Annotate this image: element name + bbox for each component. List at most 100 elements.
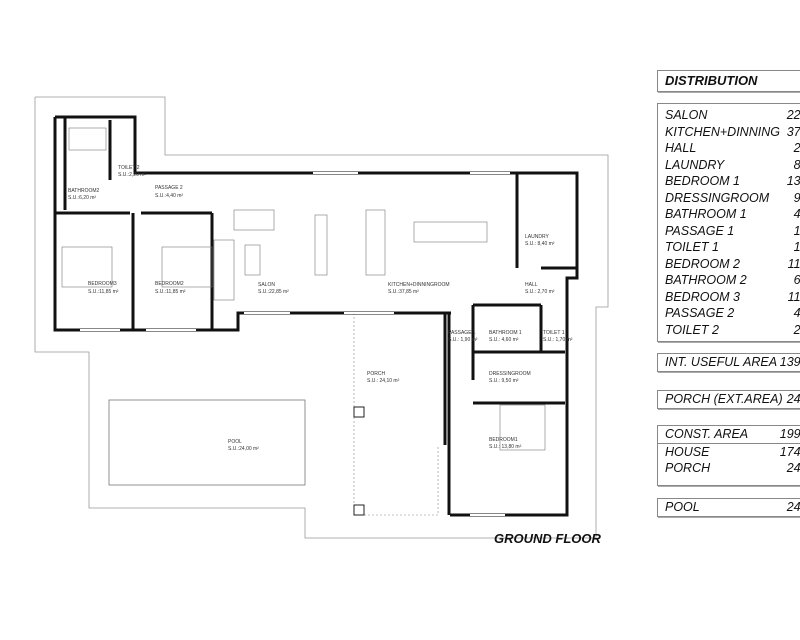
furniture [61, 127, 546, 451]
distribution-list: SALON 22,65KITCHEN+DINNING 37,85HALL2,70LA… [657, 103, 800, 342]
room-name-laundry: LAUNDRY [525, 234, 549, 240]
room-name-bedroom2: BEDROOM2 [155, 281, 184, 287]
distribution-row-value: 11,85 [787, 289, 800, 304]
distribution-row-value: 8,40 [793, 157, 800, 172]
distribution-row-value: 11,85 [787, 256, 800, 271]
distribution-row: BATHROOM 2 6,20 [658, 272, 800, 289]
porch-ext-box: PORCH (EXT.AREA)24,10 [657, 390, 800, 409]
distribution-row: PASSAGE 24,40 [658, 305, 800, 322]
distribution-title: DISTRIBUTION [665, 73, 758, 88]
porch-ext-value: 24,10 [786, 392, 800, 406]
room-name-hall: HALL [525, 282, 538, 288]
distribution-row-label: BEDROOM 2 [665, 256, 741, 271]
distribution-row: BATHROOM 1 4,60 [658, 206, 800, 223]
room-name-bedroom3: BEDROOM3 [88, 281, 117, 287]
distribution-row-value: 1,70 [793, 240, 800, 254]
room-name-porch: PORCH [367, 371, 385, 377]
distribution-row: PASSAGE 1 1,90 [658, 223, 800, 240]
plot-boundary [34, 96, 609, 539]
room-area-toilet2: S.U.:2,20 m² [118, 172, 146, 178]
room-name-bedroom1: BEDROOM1 [489, 437, 518, 443]
porch-column [353, 504, 365, 516]
distribution-row: SALON 22,65 [658, 107, 800, 124]
const-area-label: CONST. AREA [665, 427, 749, 441]
distribution-row-value: 1,90 [793, 223, 800, 238]
porch-label: PORCH [665, 461, 711, 475]
room-area-salon: S.U.:22,85 m² [258, 289, 289, 295]
room-area-bathroom1: S.U.: 4,60 m² [489, 337, 519, 343]
distribution-row-label: DRESSINGROOM [665, 190, 770, 205]
const-area-box: CONST. AREA 199,25 HOUSE 174,75 PORCH 24,50 [657, 425, 800, 486]
room-area-hall: S.U.: 2,70 m² [525, 289, 555, 295]
room-area-passage2: S.U.:4,40 m² [155, 193, 183, 199]
distribution-row-value: 2,20 [793, 322, 800, 337]
distribution-row-value: 13,80 [786, 174, 800, 188]
distribution-row: DRESSINGROOM 9,50 [658, 190, 800, 207]
distribution-row-label: TOILET 2 [665, 322, 719, 337]
room-name-pool: POOL [228, 439, 242, 445]
pool [108, 399, 306, 486]
room-area-bedroom1: S.U.: 13,80 m² [489, 444, 522, 450]
room-name-bathroom1: BATHROOM 1 [489, 330, 522, 336]
room-name-bathroom2: BATHROOM2 [68, 188, 100, 194]
pool-label: POOL [665, 500, 700, 514]
distribution-row-label: LAUNDRY [665, 157, 725, 172]
pool-box: POOL 24,00 [657, 498, 800, 517]
distribution-row: LAUNDRY 8,40 [658, 157, 800, 174]
distribution-row-value: 37,85 [786, 124, 800, 139]
distribution-row-value: 9,50 [793, 190, 800, 205]
distribution-row-value: 22,65 [786, 108, 800, 122]
room-area-pool: S.U.:24,00 m² [228, 446, 259, 452]
room-name-dressingroom: DRESSINGROOM [489, 371, 531, 377]
room-area-bathroom2: S.U.:6,20 m² [68, 195, 96, 201]
room-area-laundry: S.U.: 8,40 m² [525, 241, 555, 247]
room-area-toilet1: S.U.: 1,70 m² [543, 337, 573, 343]
distribution-row-label: KITCHEN+DINNING [665, 124, 780, 139]
int-useful-area-label: INT. USEFUL AREA [665, 355, 778, 369]
distribution-row-label: BEDROOM 1 [665, 174, 741, 188]
distribution-row-value: 4,40 [793, 306, 800, 320]
room-area-porch: S.U.: 24,10 m² [367, 378, 400, 384]
distribution-row: BEDROOM 2 11,85 [658, 256, 800, 273]
room-name-salon: SALON [258, 282, 275, 288]
room-name-toilet2: TOILET 2 [118, 165, 140, 171]
porch-value: 24,50 [786, 461, 800, 475]
distribution-row-label: BATHROOM 2 [665, 273, 747, 287]
distribution-row: BEDROOM 3 11,85 [658, 289, 800, 306]
distribution-row-label: HALL [665, 141, 697, 155]
distribution-row-label: PASSAGE 1 [665, 223, 735, 238]
room-name-kitchen: KITCHEN+DINNINGROOM [388, 282, 450, 288]
house-value: 174,75 [779, 444, 800, 459]
distribution-row: TOILET 2 2,20 [658, 322, 800, 339]
room-area-passage1: S.U.: 1,90 m² [448, 337, 478, 343]
windows [80, 172, 510, 516]
room-area-kitchen: S.U.:37,85 m² [388, 289, 419, 295]
room-area-bedroom3: S.U.:11,85 m² [88, 289, 119, 295]
pool-value: 24,00 [786, 500, 800, 514]
int-useful-area-value: 139,60 [779, 355, 800, 369]
distribution-row-value: 4,60 [793, 207, 800, 221]
porch-column [353, 406, 365, 418]
house-label: HOUSE [665, 444, 710, 459]
distribution-row-label: TOILET 1 [665, 240, 719, 254]
room-area-bedroom2: S.U.:11,85 m² [155, 289, 186, 295]
distribution-row: BEDROOM 1 13,80 [658, 173, 800, 190]
distribution-row-label: BATHROOM 1 [665, 207, 747, 221]
distribution-row-label: SALON [665, 108, 708, 122]
const-area-value: 199,25 [779, 427, 800, 441]
floor-title: GROUND FLOOR [494, 531, 601, 546]
room-area-dressingroom: S.U.: 9,50 m² [489, 378, 519, 384]
room-name-toilet1: TOILET 1 [543, 330, 565, 336]
distribution-header-box: DISTRIBUTION [657, 70, 800, 92]
distribution-row: KITCHEN+DINNING 37,85 [658, 124, 800, 141]
distribution-row: TOILET 1 1,70 [658, 239, 800, 256]
distribution-row-value: 6,20 [793, 273, 800, 287]
distribution-row-label: BEDROOM 3 [665, 289, 741, 304]
porch-outline [353, 313, 439, 516]
room-name-passage2: PASSAGE 2 [155, 185, 183, 191]
porch-ext-label: PORCH (EXT.AREA) [665, 392, 783, 406]
room-name-passage1: PASSAGE 1 [448, 330, 476, 336]
